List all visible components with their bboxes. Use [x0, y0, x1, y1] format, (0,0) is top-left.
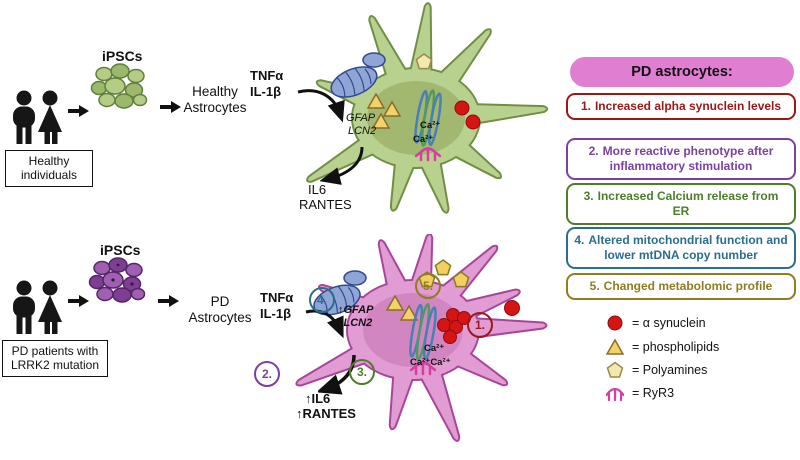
arrow-right-icon	[160, 101, 181, 113]
panel-item-text: Changed metabolomic profile	[603, 279, 773, 293]
pd-tnf-label: TNFα	[260, 290, 294, 305]
marker-4: 4.	[309, 287, 335, 313]
healthy-gfap-label: GFAP	[346, 112, 376, 124]
legend-text: = RyR3	[632, 386, 675, 400]
ryr3-icon	[606, 387, 624, 402]
phospholipid-icon	[606, 338, 624, 355]
arrow-right-icon	[68, 295, 89, 307]
phospholipid-triangles-icon	[366, 92, 402, 129]
legend-alpha-synuclein: = α synuclein	[606, 314, 706, 332]
pd-ca-label-1: Ca²⁺	[424, 343, 445, 354]
pd-ca-label-2: Ca²⁺Ca²⁺	[410, 357, 451, 368]
arrow-right-icon	[158, 295, 179, 307]
polyamine-pentagon-icon	[415, 53, 433, 70]
healthy-individuals-box: Healthy individuals	[5, 150, 93, 187]
panel-item-text: Altered mitochondrial function and lower…	[588, 233, 788, 262]
ryr3-icon	[414, 146, 442, 162]
pd-astrocytes-label: PD Astrocytes	[188, 294, 252, 325]
pd-il6-label: ↑IL6	[305, 391, 331, 406]
panel-item-number: 4.	[574, 233, 585, 247]
legend-polyamines: = Polyamines	[606, 361, 707, 379]
panel-item-1: 1.Increased alpha synuclein levels	[566, 93, 796, 120]
healthy-il1b-label: IL-1β	[250, 84, 282, 99]
healthy-ipsc-cluster	[90, 63, 148, 109]
panel-item-3: 3.Increased Calcium release from ER	[566, 183, 796, 225]
panel-item-text: More reactive phenotype after inflammato…	[602, 144, 774, 173]
pd-astrocytes-panel-title: PD astrocytes:	[570, 57, 794, 87]
panel-item-number: 2.	[588, 144, 599, 158]
panel-item-number: 1.	[580, 99, 591, 113]
healthy-ipscs-label: iPSCs	[102, 48, 143, 64]
healthy-individuals-icon	[13, 90, 62, 144]
marker-5: 5.	[415, 273, 441, 299]
stimulation-arrow-icon	[297, 89, 345, 123]
healthy-astrocytes-label: Healthy Astrocytes	[183, 84, 247, 115]
panel-item-4: 4.Altered mitochondrial function and low…	[566, 227, 796, 269]
panel-item-number: 5.	[589, 279, 600, 293]
panel-item-number: 3.	[583, 189, 594, 203]
panel-item-2: 2.More reactive phenotype after inflamma…	[566, 138, 796, 180]
panel-item-text: Increased Calcium release from ER	[597, 189, 779, 218]
alpha-synuclein-dots	[437, 308, 471, 344]
healthy-il6-label: IL6	[308, 182, 327, 197]
polyamine-icon	[606, 361, 624, 378]
pd-gfap-label: ↑GFAP	[338, 304, 374, 316]
pd-ipscs-label: iPSCs	[100, 242, 141, 258]
pd-ipsc-cluster	[88, 257, 146, 303]
pd-astrocyte	[295, 234, 548, 442]
legend-text: = phospholipids	[632, 340, 720, 354]
er-icon	[409, 303, 437, 361]
pd-lcn2-label: ↑LCN2	[338, 317, 373, 329]
healthy-ca-label-2: Ca²⁺	[413, 134, 434, 145]
panel-item-text: Increased alpha synuclein levels	[594, 99, 782, 113]
arrow-right-icon	[68, 105, 89, 117]
mitochondria-icon	[330, 52, 386, 98]
panel-item-5: 5.Changed metabolomic profile	[566, 273, 796, 300]
marker-3: 3.	[349, 359, 375, 385]
pd-patients-icon	[13, 280, 62, 334]
phospholipid-triangles-icon	[385, 294, 419, 321]
alpha-synuclein-outside-dot	[504, 300, 520, 316]
marker-2: 2.	[254, 361, 280, 387]
stimulation-arrow-icon	[305, 309, 344, 339]
legend-phospholipids: = phospholipids	[606, 338, 719, 356]
secretion-arrow-icon	[320, 146, 364, 185]
alpha-synuclein-dots	[454, 100, 481, 130]
legend-text: = Polyamines	[632, 363, 708, 377]
healthy-ca-label-1: Ca²⁺	[420, 120, 441, 131]
secretion-arrow-icon	[318, 354, 356, 395]
pd-rantes-label: ↑RANTES	[296, 406, 356, 421]
legend-text: = α synuclein	[632, 316, 706, 330]
legend-ryr3: = RyR3	[606, 384, 674, 402]
healthy-rantes-label: RANTES	[299, 197, 352, 212]
marker-1: 1.	[467, 312, 493, 338]
ryr3-icon	[409, 360, 437, 376]
er-icon	[414, 89, 442, 147]
pd-il1b-label: IL-1β	[260, 306, 292, 321]
pd-patients-box: PD patients with LRRK2 mutation	[2, 340, 108, 377]
healthy-astrocyte	[306, 2, 549, 214]
healthy-tnf-label: TNFα	[250, 68, 284, 83]
healthy-lcn2-label: LCN2	[348, 125, 377, 137]
alpha-synuclein-icon	[607, 315, 623, 331]
